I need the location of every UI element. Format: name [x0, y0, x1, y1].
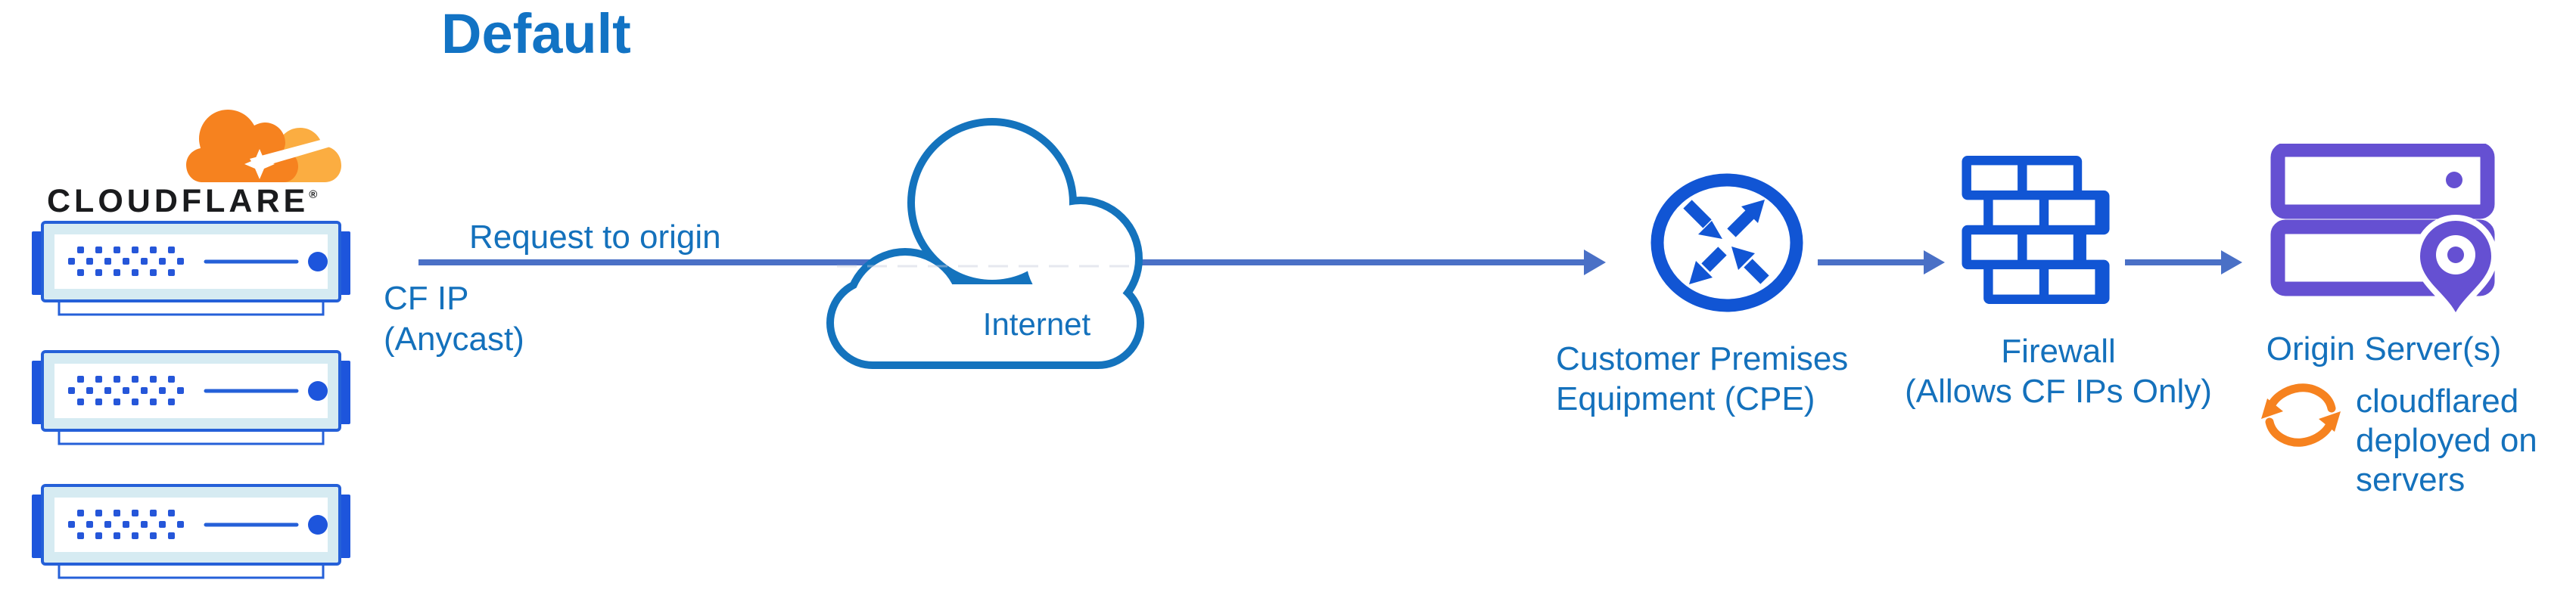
cloudflared-note-line2: deployed on — [2356, 422, 2537, 459]
origin-servers-icon — [2270, 144, 2497, 318]
location-pin-icon — [2413, 215, 2497, 318]
firewall-label: Firewall (Allows CF IPs Only) — [1884, 331, 2232, 411]
anycast-line: (Anycast) — [384, 321, 524, 358]
internet-label: Internet — [982, 306, 1091, 342]
cpe-label-line1: Customer Premises — [1556, 340, 1849, 377]
origin-servers-label: Origin Server(s) — [2266, 330, 2502, 367]
cf-ip-anycast-label: CF IP (Anycast) — [384, 278, 524, 360]
arrow-right-icon — [1584, 250, 1606, 275]
registered-mark: ® — [309, 188, 318, 201]
sync-arrows-icon — [2261, 383, 2341, 447]
router-icon — [1650, 173, 1803, 312]
cloudflare-wordmark-text: CLOUDFLARE — [47, 183, 310, 219]
cloudflared-note: cloudflared deployed on servers — [2356, 382, 2537, 500]
server-rack-icon — [32, 221, 350, 316]
request-to-origin-label: Request to origin — [469, 219, 721, 256]
arrow-right-icon — [2221, 250, 2242, 274]
firewall-icon — [1962, 156, 2110, 304]
cpe-label: Customer Premises Equipment (CPE) — [1556, 339, 1848, 419]
internet-cloud-icon — [826, 118, 1144, 369]
cloudflared-note-line3: servers — [2356, 461, 2466, 498]
cloudflare-logo-icon — [186, 110, 341, 182]
firewall-label-line1: Firewall — [2001, 333, 2116, 370]
server-rack-icon — [32, 350, 350, 448]
cloudflared-note-line1: cloudflared — [2356, 383, 2519, 420]
server-rack-icon — [32, 484, 350, 582]
firewall-to-origin-arrow — [2125, 250, 2242, 274]
page-title: Default — [441, 2, 631, 65]
arrow-right-icon — [1924, 250, 1945, 274]
cpe-to-firewall-arrow — [1818, 250, 1945, 274]
firewall-label-line2: (Allows CF IPs Only) — [1905, 373, 2212, 410]
cpe-label-line2: Equipment (CPE) — [1556, 380, 1815, 417]
cf-ip-line: CF IP — [384, 280, 469, 317]
cloudflare-wordmark: CLOUDFLARE® — [47, 183, 317, 220]
